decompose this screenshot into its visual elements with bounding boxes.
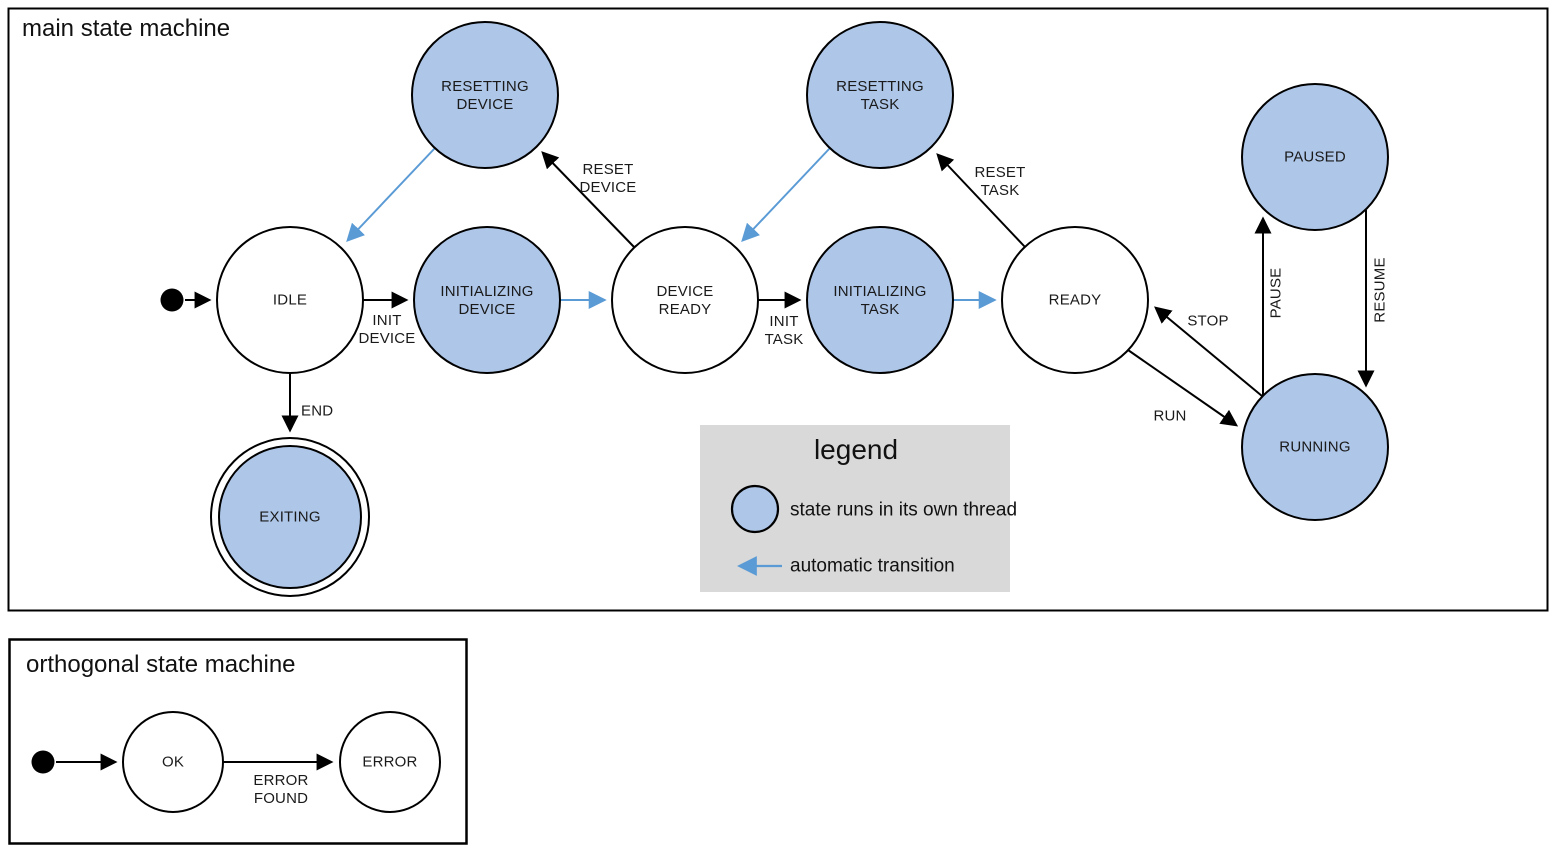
state-ready: READY [1001, 226, 1149, 374]
transition-resume-label: RESUME [1372, 257, 1389, 322]
state-running: RUNNING [1241, 373, 1389, 521]
transition-reset-task-arrow [936, 153, 1026, 248]
state-exiting-final: EXITING [210, 437, 370, 597]
legend-thread-label: state runs in its own thread [790, 500, 1017, 521]
initial-state-dot [160, 288, 184, 312]
state-idle: IDLE [216, 226, 364, 374]
state-running-label: RUNNING [1279, 439, 1350, 456]
state-paused: PAUSED [1241, 83, 1389, 231]
transition-auto-resetting-device-to-idle-arrow [346, 147, 436, 242]
transition-stop-label: STOP [1187, 313, 1228, 330]
main-panel-title: main state machine [22, 15, 230, 42]
state-error: ERROR [339, 711, 441, 813]
legend-thread-state-icon [730, 484, 780, 534]
transition-auto-resetting-task-to-device-ready-arrow [741, 147, 831, 242]
state-exiting-label: EXITING [259, 509, 320, 526]
state-error-label: ERROR [362, 754, 417, 771]
legend-auto-label: automatic transition [790, 556, 955, 577]
orthogonal-panel-title: orthogonal state machine [26, 651, 296, 678]
transition-run-arrow [1127, 349, 1239, 427]
transition-end-label: END [301, 403, 333, 420]
state-ok-label: OK [162, 754, 184, 771]
orthogonal-panel-border [8, 638, 468, 845]
transition-run-label: RUN [1153, 408, 1186, 425]
state-ready-label: READY [1049, 292, 1102, 309]
legend: legend state runs in its own thread auto… [700, 425, 1017, 592]
main-panel-border [7, 7, 1549, 612]
state-paused-label: PAUSED [1284, 149, 1346, 166]
legend-title: legend [814, 434, 898, 465]
orthogonal-initial-state-dot [31, 750, 55, 774]
transition-reset-device-arrow [541, 151, 636, 249]
transition-stop-arrow [1154, 306, 1263, 397]
state-ok: OK [122, 711, 224, 813]
state-idle-label: IDLE [273, 292, 307, 309]
transition-pause-label: PAUSE [1268, 268, 1285, 319]
